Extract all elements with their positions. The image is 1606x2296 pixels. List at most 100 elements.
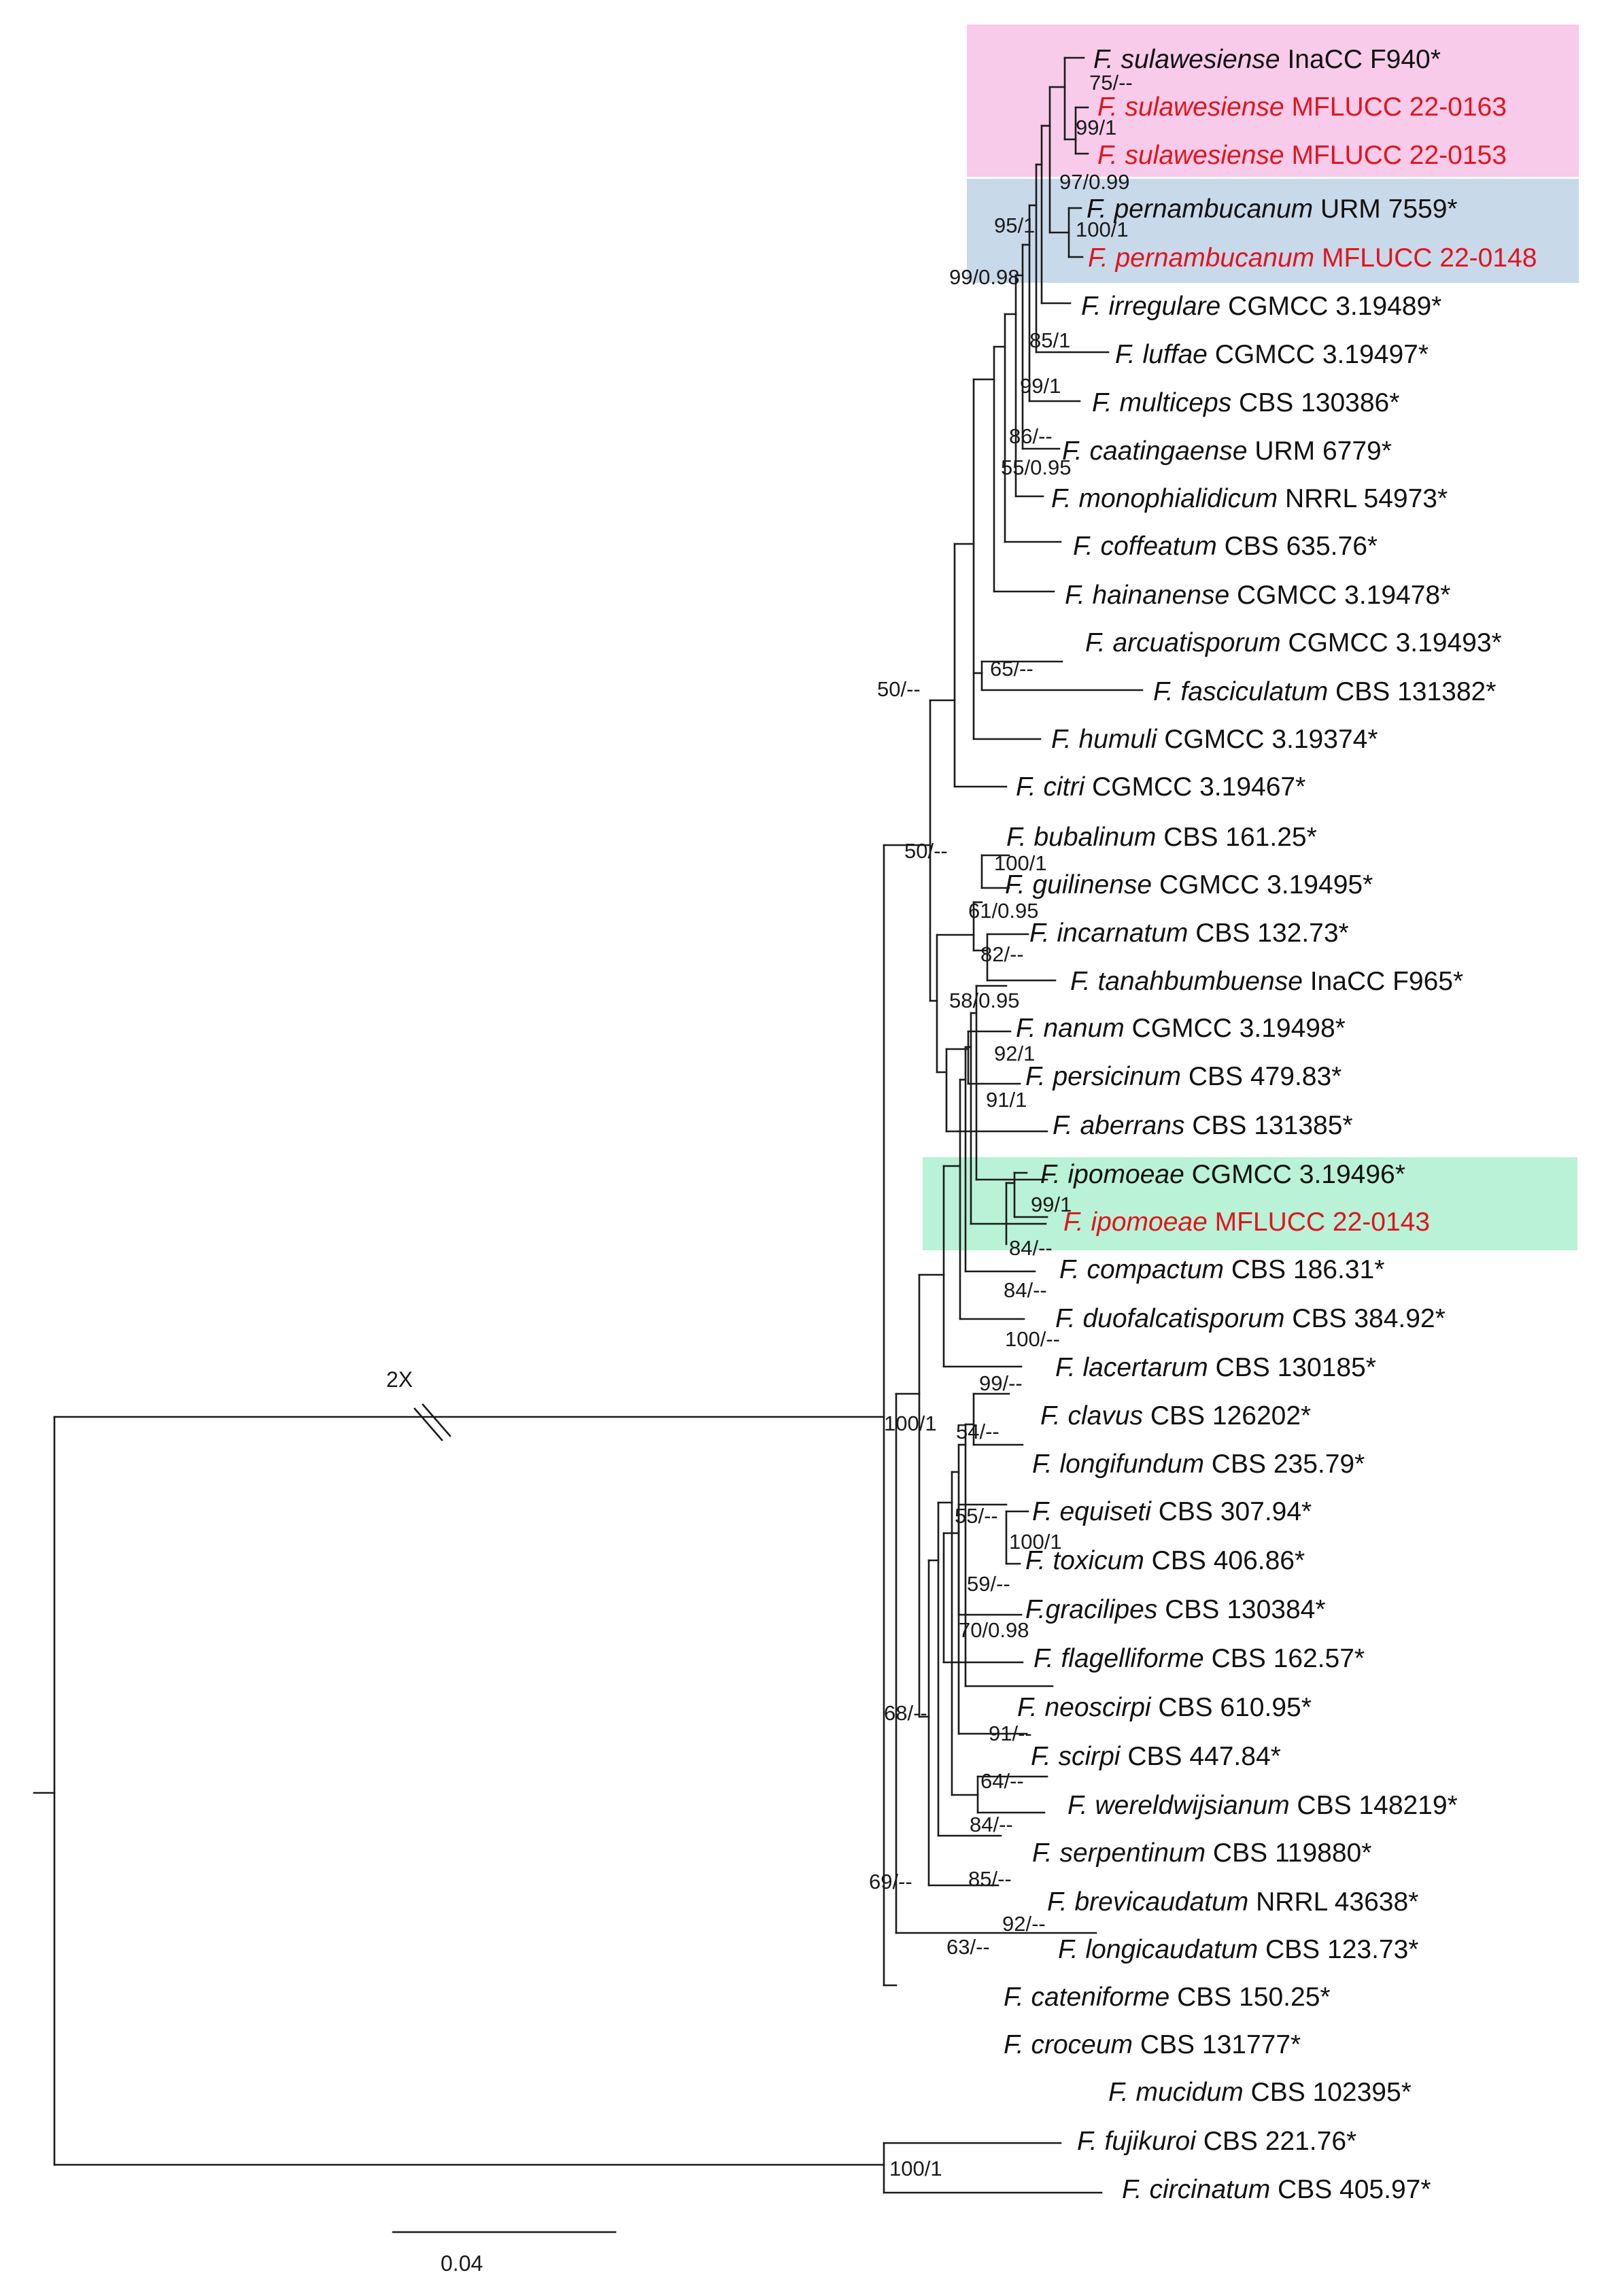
support-value: 61/0.95: [968, 899, 1038, 923]
tip-label: F. mucidum CBS 102395*: [1108, 2078, 1412, 2107]
strain-id: CBS 148219*: [1290, 1791, 1458, 1820]
strain-id: MFLUCC 22-0163: [1284, 92, 1507, 122]
species-name: F. multiceps: [1092, 388, 1231, 417]
species-name: F. toxicum: [1025, 1546, 1144, 1575]
tip-label: F. persicinum CBS 479.83*: [1025, 1062, 1342, 1091]
species-name: F. mucidum: [1108, 2078, 1244, 2107]
tip-label: F. caatingaense URM 6779*: [1062, 436, 1392, 466]
tree-branches-3: [942, 1503, 1029, 1664]
support-value: 100/1: [1009, 1530, 1062, 1554]
tip-label: F. clavus CBS 126202*: [1040, 1401, 1311, 1430]
strain-id: CBS 307.94*: [1151, 1497, 1312, 1526]
support-value: 85/1: [1029, 328, 1070, 352]
species-name: F. nanum: [1016, 1014, 1125, 1043]
support-value: 69/--: [869, 1870, 912, 1894]
support-value: 55/--: [955, 1504, 998, 1528]
tip-label: F. serpentinum CBS 119880*: [1032, 1838, 1371, 1868]
tip-label: F. duofalcatisporum CBS 384.92*: [1055, 1304, 1446, 1333]
species-name: F. ipomoeae: [1063, 1207, 1208, 1237]
tip-label: F. croceum CBS 131777*: [1004, 2030, 1301, 2059]
tip-label: F. monophialidicum NRRL 54973*: [1051, 484, 1448, 513]
species-name: F. equiseti: [1032, 1497, 1152, 1526]
strain-id: CBS 479.83*: [1181, 1062, 1342, 1091]
support-value: 59/--: [967, 1572, 1010, 1596]
species-name: F. wereldwijsianum: [1067, 1791, 1290, 1820]
strain-id: CGMCC 3.19467*: [1084, 772, 1305, 802]
scale-bar-label: 0.04: [441, 2251, 483, 2276]
strain-id: InaCC F940*: [1280, 45, 1441, 74]
strain-id: CGMCC 3.19493*: [1281, 628, 1502, 657]
species-name: F. caatingaense: [1062, 436, 1248, 466]
species-name: F. serpentinum: [1032, 1838, 1206, 1868]
support-value: 68/--: [884, 1701, 927, 1725]
species-name: F. cateniforme: [1004, 1983, 1169, 2012]
long-branch-break-label: 2X: [386, 1367, 413, 1392]
species-name: F. ipomoeae: [1040, 1160, 1184, 1189]
support-value: 84/--: [1009, 1236, 1053, 1260]
support-value: 64/--: [980, 1769, 1024, 1793]
support-value: 100/1: [884, 1411, 937, 1435]
species-name: F. sulawesiense: [1093, 45, 1280, 74]
support-value: 92/1: [994, 1042, 1035, 1065]
support-value: 99/1: [1076, 116, 1116, 139]
tip-label: F. irregulare CGMCC 3.19489*: [1081, 292, 1441, 321]
support-value: 63/--: [946, 1935, 990, 1959]
strain-id: CBS 221.76*: [1196, 2127, 1356, 2156]
species-name: F. coffeatum: [1073, 532, 1217, 561]
strain-id: CGMCC 3.19374*: [1157, 725, 1378, 754]
species-name: F. duofalcatisporum: [1055, 1304, 1284, 1333]
strain-id: NRRL 43638*: [1248, 1887, 1418, 1917]
strain-id: CGMCC 3.19497*: [1208, 340, 1429, 369]
tree-branches: [33, 56, 1144, 2194]
support-value: 100/1: [1076, 218, 1129, 241]
species-name: F. croceum: [1004, 2030, 1133, 2059]
strain-id: URM 7559*: [1313, 194, 1457, 224]
tip-label: F. equiseti CBS 307.94*: [1032, 1497, 1312, 1526]
tip-label: F. sulawesiense MFLUCC 22-0153: [1097, 141, 1507, 170]
support-value: 100/1: [889, 2157, 942, 2180]
tip-label: F. pernambucanum URM 7559*: [1087, 194, 1458, 224]
strain-id: MFLUCC 22-0148: [1314, 243, 1537, 273]
support-value: 91/1: [986, 1088, 1027, 1112]
strain-id: CBS 130386*: [1231, 388, 1399, 417]
species-name: F. longicaudatum: [1058, 1935, 1258, 1964]
strain-id: CBS 161.25*: [1156, 823, 1316, 852]
species-name: F. monophialidicum: [1051, 484, 1278, 513]
tip-label: F. longicaudatum CBS 123.73*: [1058, 1935, 1418, 1964]
strain-id: CBS 405.97*: [1270, 2175, 1431, 2204]
species-name: F. irregulare: [1081, 292, 1220, 321]
tip-labels: F. sulawesiense InaCC F940* F. sulawesien…: [1004, 45, 1537, 2204]
tip-label: F. brevicaudatum NRRL 43638*: [1047, 1887, 1418, 1917]
species-name: F. persicinum: [1025, 1062, 1181, 1091]
species-name: F. longifundum: [1032, 1450, 1204, 1479]
strain-id: CGMCC 3.19498*: [1125, 1014, 1346, 1043]
strain-id: CBS 123.73*: [1258, 1935, 1418, 1964]
tip-label: F. sulawesiense MFLUCC 22-0163: [1097, 92, 1507, 122]
tip-label: F. guilinense CGMCC 3.19495*: [1005, 870, 1373, 899]
strain-id: CBS 131777*: [1133, 2030, 1301, 2059]
strain-id: CBS 119880*: [1206, 1838, 1371, 1868]
support-value: 65/--: [990, 657, 1033, 681]
strain-id: CBS 130384*: [1157, 1595, 1325, 1624]
species-name: F. tanahbumbuense: [1070, 967, 1303, 996]
species-name: F. hainanense: [1065, 581, 1229, 610]
strain-id: InaCC F965*: [1303, 967, 1463, 996]
species-name: F. arcuatisporum: [1085, 628, 1281, 657]
strain-id: CGMCC 3.19489*: [1220, 292, 1441, 321]
species-name: F. guilinense: [1005, 870, 1152, 899]
tip-label: F. compactum CBS 186.31*: [1059, 1255, 1384, 1284]
tip-label: F. multiceps CBS 130386*: [1092, 388, 1399, 417]
clade-highlight-sulawesiense: [967, 24, 1579, 177]
tip-label: F. wereldwijsianum CBS 148219*: [1067, 1791, 1458, 1820]
species-name: F. compactum: [1059, 1255, 1224, 1284]
strain-id: CBS 131385*: [1184, 1111, 1352, 1140]
support-value: 100/--: [1005, 1327, 1060, 1351]
tip-label: F. incarnatum CBS 132.73*: [1029, 919, 1349, 948]
tip-label: F. luffae CGMCC 3.19497*: [1115, 340, 1429, 369]
tip-label: F. ipomoeae MFLUCC 22-0143: [1063, 1207, 1430, 1237]
tip-label: F. arcuatisporum CGMCC 3.19493*: [1085, 628, 1502, 657]
strain-id: CBS 635.76*: [1217, 532, 1378, 561]
clade-highlight-ipomoeae: [923, 1157, 1577, 1250]
support-value: 92/--: [1002, 1912, 1046, 1936]
